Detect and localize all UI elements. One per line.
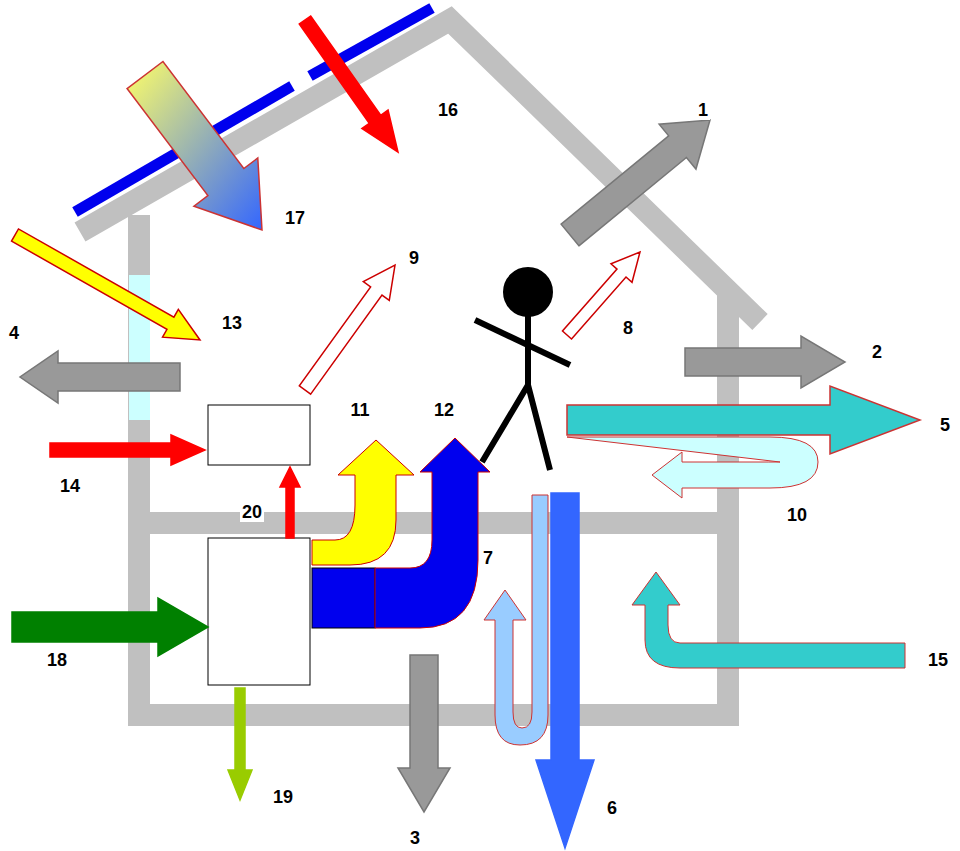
- callout-number: 16: [436, 100, 460, 120]
- callout-number: 12: [432, 400, 456, 420]
- ventilation-loss: [567, 386, 920, 454]
- callout-number: 6: [605, 798, 619, 818]
- callout-number: 19: [271, 787, 295, 807]
- solar-gain: [12, 229, 200, 340]
- callout-number: 13: [220, 313, 244, 333]
- heating-arrow: [375, 438, 490, 628]
- callout-number: 8: [621, 318, 635, 338]
- stick-figure: [475, 270, 570, 470]
- hot-water-arrow: [312, 440, 414, 565]
- callout-number: 4: [7, 323, 21, 343]
- energy-arrows: [12, 16, 920, 848]
- callout-number: 1: [696, 100, 710, 120]
- fresh-air-arrow: [632, 572, 905, 668]
- heat-loss-window: [20, 351, 180, 403]
- hot-water-loss: [536, 493, 594, 848]
- heating-pipe: [312, 568, 375, 628]
- callout-number: 14: [58, 476, 82, 496]
- callout-number: 10: [785, 505, 809, 525]
- heat-loss-roof: [561, 120, 710, 246]
- electricity-in: [50, 435, 205, 465]
- heat-recovery-loop: [567, 437, 818, 498]
- aux-electricity: [280, 467, 300, 538]
- callout-number: 3: [408, 828, 422, 848]
- callout-number: 2: [870, 342, 884, 362]
- heat-loss-wall: [685, 336, 845, 388]
- callout-number: 18: [45, 650, 69, 670]
- callout-number: 9: [407, 248, 421, 268]
- person-heat: [562, 252, 640, 339]
- conversion-loss: [228, 688, 252, 800]
- pv-electricity: [299, 16, 398, 152]
- callout-number: 20: [240, 502, 264, 522]
- solar-thermal: [127, 61, 262, 230]
- appliance-heat: [299, 265, 395, 394]
- appliance-box: [208, 405, 310, 465]
- water-return-hook: [484, 495, 548, 745]
- callout-number: 17: [283, 208, 307, 228]
- fuel-in: [12, 598, 208, 656]
- callout-number: 15: [926, 650, 950, 670]
- callout-number: 11: [348, 400, 371, 420]
- heater-box: [208, 538, 310, 685]
- heat-loss-floor: [398, 655, 450, 812]
- callout-number: 5: [938, 415, 952, 435]
- callout-number: 7: [481, 548, 495, 568]
